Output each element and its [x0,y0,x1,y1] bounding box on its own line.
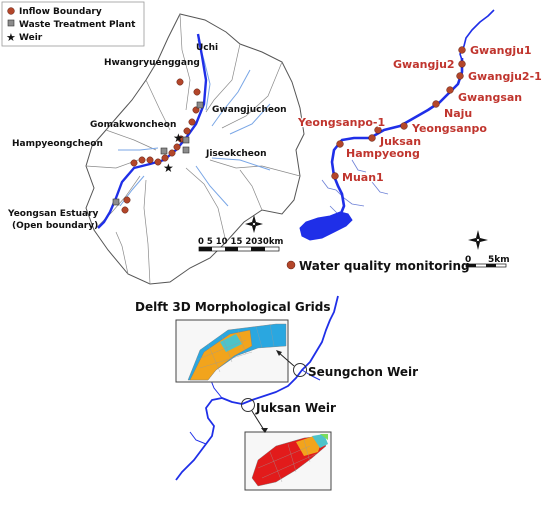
inflow-point [130,159,138,167]
station-yeongsanpo-dot [400,122,408,130]
left-map: ★ ★ Uchi Hwangryuenggang Gwangjucheon Go… [1,1,305,285]
station-gwangsan-label: Gwangsan [458,91,522,104]
label-jiseokcheon: Jiseokcheon [205,149,267,159]
label-hampyeongcheon: Hampyeongcheon [12,139,103,149]
basin-outline [85,13,305,285]
inflow-point [168,149,176,157]
monitoring-stations [331,46,466,180]
inflow-point [173,143,181,151]
right-scale-start: 0 [465,255,471,265]
inflow-point [154,158,162,166]
right-estuary [299,211,353,241]
label-gomakwoncheon: Gomakwoncheon [90,120,176,130]
waste-treatment-plant [112,198,120,206]
seungchon-leader-arrow-icon [276,350,282,356]
label-hwangryuenggang: Hwangryuenggang [104,58,200,68]
legend-wtp-icon [7,19,15,27]
right-north-arrow-icon [468,230,488,250]
station-juksan-dot [368,134,376,142]
inflow-point [192,106,200,114]
legend-box [1,1,145,47]
station-naju-label: Naju [444,107,472,120]
waste-treatment-plant [182,136,190,144]
station-yeongsanpo1-label: Yeongsanpo-1 [297,116,385,129]
legend-monitoring-icon [286,260,296,270]
station-muan1-dot [331,172,339,180]
station-yeongsanpo-label: Yeongsanpo [411,122,487,135]
juksan-grid-inset [244,431,332,491]
inflow-point [193,88,201,96]
inflow-point [176,78,184,86]
seungchon-weir-label: Seungchon Weir [308,365,418,379]
juksan-weir-marker [241,398,255,412]
inflow-point [138,156,146,164]
right-scale-bar: 0 5km [465,255,510,268]
right-map: Gwangju1 Gwangju2 Gwangju2-1 Gwangsan Na… [286,9,543,273]
inflow-point [121,206,129,214]
station-hampyeong-label: Hampyeong [346,147,420,160]
juksan-leader-arrow-icon [261,428,268,433]
inflow-point [183,127,191,135]
bottom-river [175,295,339,481]
inflow-point [161,154,169,162]
label-uchi: Uchi [196,43,218,53]
left-legend: Inflow Boundary Waste Treatment Plant ★ … [1,1,145,47]
legend-inflow-label: Inflow Boundary [19,7,102,17]
station-gwangju2-1-label: Gwangju2-1 [468,70,542,83]
bottom-map: Delft 3D Morphological Grids [135,295,418,491]
station-gwangju2-dot [458,60,466,68]
juksan-weir-label: Juksan Weir [255,401,336,415]
inflow-point [123,196,131,204]
waste-treatment-plant [160,147,168,155]
inflow-boundary-points [121,78,201,214]
station-juksan-label: Juksan [379,135,421,148]
waste-treatment-plant [196,101,204,109]
legend-weir-star-icon: ★ [6,31,16,44]
label-estuary-line2: (Open boundary) [12,221,98,231]
label-estuary-line1: Yeongsan Estuary [7,209,99,219]
station-hampyeong-dot [336,140,344,148]
left-scale-bar: 0 5 10 15 20 30km [198,237,283,252]
station-gwangsan-dot [446,86,454,94]
waste-treatment-plants [112,101,204,206]
left-scale-end: 30km [257,237,283,247]
waste-treatment-plant [182,146,190,154]
seungchon-leader-line [277,351,295,367]
legend-weir-label: Weir [19,33,43,43]
inflow-point [146,156,154,164]
legend-inflow-icon [7,7,15,15]
left-north-arrow-icon [245,215,263,233]
seungchon-grid-inset [175,319,289,383]
legend-wtp-label: Waste Treatment Plant [19,20,136,30]
weir-star-icon: ★ [163,161,174,175]
station-gwangju1-label: Gwangju1 [470,44,532,57]
label-gwangjucheon: Gwangjucheon [212,105,287,115]
station-gwangju2-1-dot [456,72,464,80]
station-yeongsanpo1-dot [374,126,382,134]
legend-monitoring-label: Water quality monitoring [299,259,470,273]
juksan-leader-line [251,410,265,431]
station-gwangju1-dot [458,46,466,54]
inflow-point [188,118,196,126]
grids-title: Delft 3D Morphological Grids [135,300,331,314]
left-scale-ticks: 0 5 10 15 20 [198,237,257,247]
station-muan1-label: Muan1 [342,171,384,184]
seungchon-weir-marker [293,363,307,377]
right-scale-end: 5km [488,255,510,265]
weir-star-icon: ★ [173,131,184,145]
station-naju-dot [432,100,440,108]
station-gwangju2-label: Gwangju2 [393,58,455,71]
weirs: ★ ★ [163,131,184,175]
